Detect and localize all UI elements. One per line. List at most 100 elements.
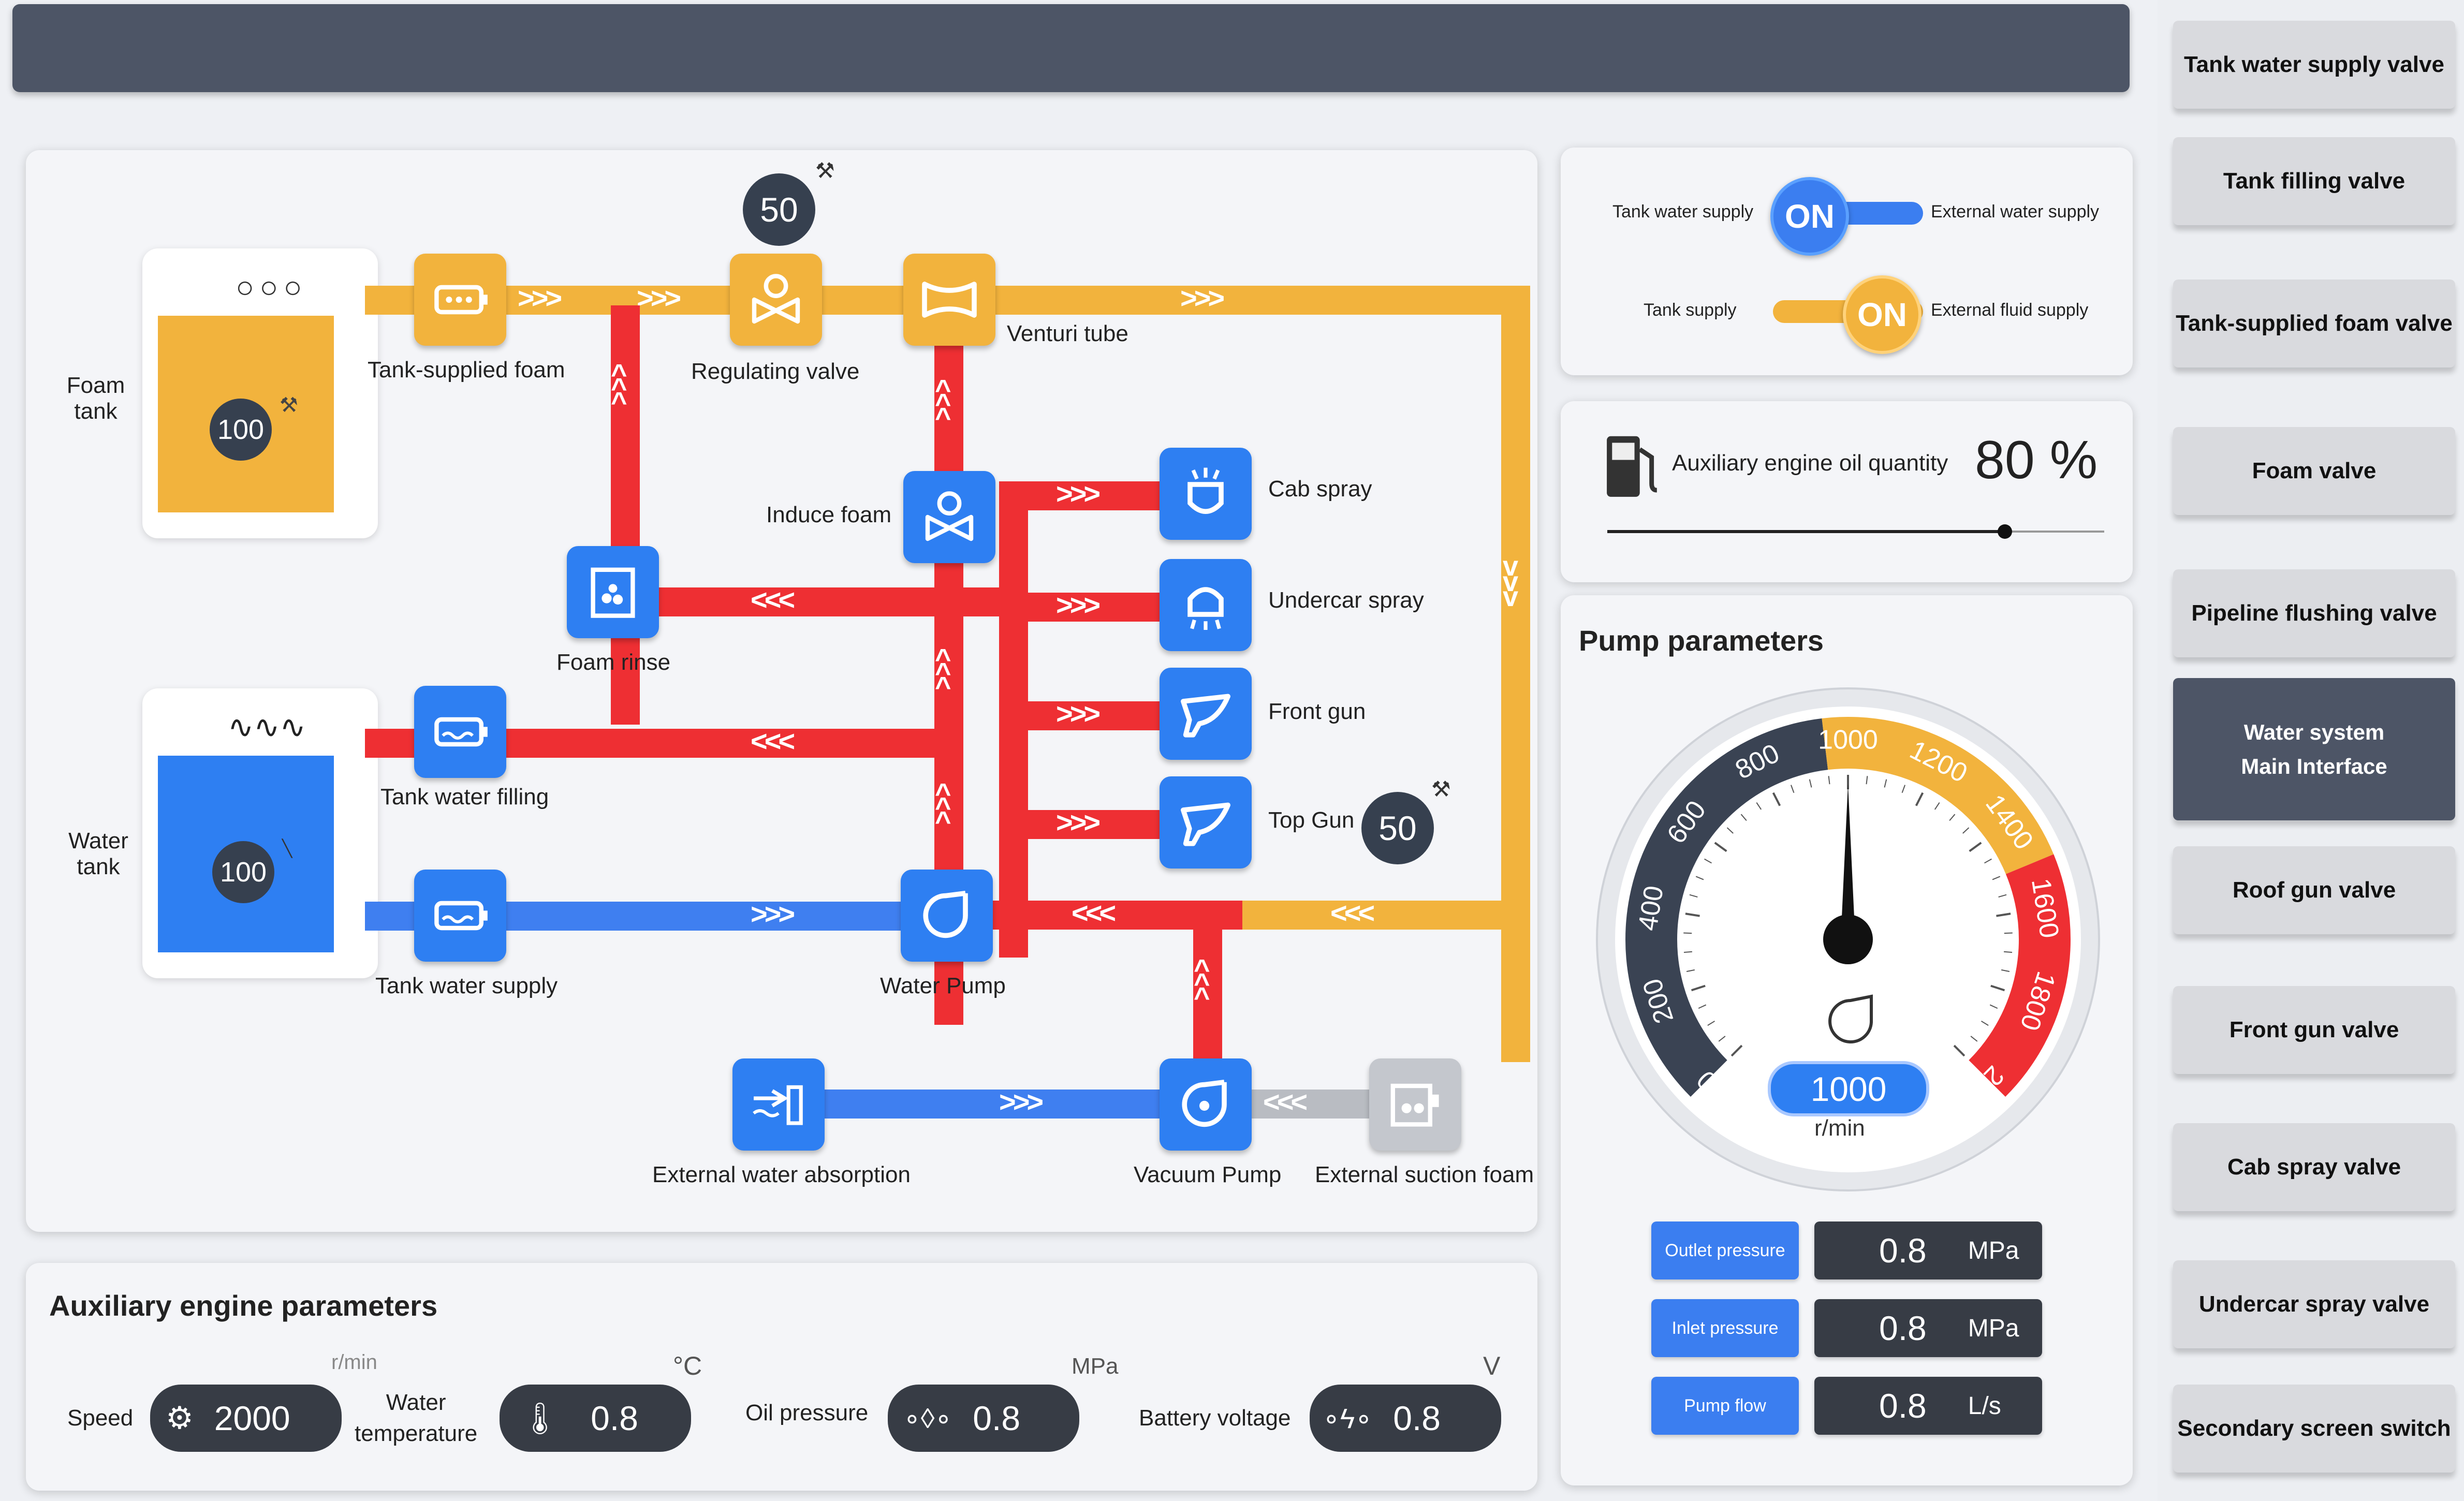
engine-icon: ⚙ — [166, 1401, 194, 1435]
cab-spray-node[interactable] — [1160, 448, 1252, 540]
flow-arrow: >>> — [1180, 282, 1225, 314]
top-gun-node[interactable] — [1160, 776, 1252, 869]
gauge-tick-mark — [1685, 913, 1700, 917]
foam-rinse-node[interactable] — [567, 546, 659, 638]
gauge-tick-mark — [1790, 785, 1795, 793]
gauge-zone-0 — [1625, 718, 1828, 1097]
gauge-tick-mark — [1704, 858, 1712, 864]
sidebar-item-cab-spray-valve[interactable]: Cab spray valve — [2173, 1123, 2455, 1211]
foam-rinse-label: Foam rinse — [556, 650, 671, 675]
sidebar-item-undercar-spray-valve[interactable]: Undercar spray valve — [2173, 1260, 2455, 1348]
fluid-supply-left-label: Tank supply — [1644, 300, 1737, 320]
flow-arrow: <<< — [751, 725, 795, 757]
gauge-tick-mark — [1989, 1004, 1998, 1009]
gauge-tick-mark — [1915, 792, 1924, 806]
sidebar-item-tank-filling-valve[interactable]: Tank filling valve — [2173, 137, 2455, 225]
oil-quantity-slider-thumb[interactable] — [1998, 524, 2012, 539]
tank-water-filling-label: Tank water filling — [380, 784, 549, 810]
sidebar-item-roof-gun-valve[interactable]: Roof gun valve — [2173, 846, 2455, 934]
top-gun-value: 50 — [1361, 792, 1434, 864]
flow-arrow: ^^^ — [935, 374, 951, 433]
top-gun-pipe — [999, 810, 1175, 839]
undercar-spray-pipe — [999, 593, 1175, 622]
valve-sidebar: Tank water supply valve Tank filling val… — [2158, 0, 2464, 1501]
speed-readout: ⚙ 2000 — [150, 1385, 342, 1452]
gauge-tick-mark — [1981, 1020, 1989, 1026]
sidebar-item-pipeline-flushing-valve[interactable]: Pipeline flushing valve — [2173, 569, 2455, 657]
induce-foam-node[interactable] — [903, 471, 995, 563]
sidebar-item-tank-supplied-foam-valve[interactable]: Tank-supplied foam valve — [2173, 279, 2455, 367]
flow-arrow: ^^^ — [935, 778, 951, 837]
fuel-pump-icon — [1607, 436, 1658, 497]
fluid-supply-toggle-knob[interactable]: ON — [1843, 275, 1922, 354]
tank-supplied-foam-node[interactable] — [414, 254, 506, 346]
gauge-tick-mark — [1683, 932, 1692, 934]
gauge-tick-mark — [1934, 802, 1940, 810]
gauge-tick-mark — [1990, 984, 2005, 992]
battery-voltage-label: Battery voltage — [1139, 1405, 1291, 1431]
foam-valve-icon — [434, 285, 488, 315]
gauge-tick-label: 1000 — [1818, 725, 1878, 755]
gauge-tick-mark — [1901, 785, 1906, 793]
pump-speed-value: 1000 — [1768, 1061, 1929, 1116]
water-tank[interactable]: ∿∿∿ 100 ╲ — [142, 688, 378, 978]
water-pump-node[interactable] — [901, 870, 993, 962]
flow-arrow: ^^^ — [935, 643, 951, 702]
gauge-tick-mark — [1866, 776, 1868, 785]
sidebar-item-foam-valve[interactable]: Foam valve — [2173, 427, 2455, 515]
battery-voltage-readout: ∘ϟ∘ 0.8 — [1310, 1385, 1501, 1452]
pump-icon — [1828, 994, 1873, 1043]
tool-icon: ⚒ — [280, 394, 298, 417]
water-temp-readout: 🌡 0.8 — [500, 1385, 691, 1452]
tank-cap-dots-icon: ○○○ — [236, 270, 307, 304]
foam-pipe-right — [1501, 286, 1530, 1062]
venturi-tube-node[interactable] — [903, 254, 995, 346]
foam-rinse-icon — [591, 567, 635, 618]
external-suction-foam-node[interactable] — [1369, 1058, 1461, 1151]
gauge-tick-mark — [1996, 913, 2011, 917]
flow-arrow: >>> — [518, 282, 562, 314]
external-water-icon — [753, 1085, 803, 1125]
sidebar-item-secondary-screen-switch[interactable]: Secondary screen switch — [2173, 1385, 2455, 1473]
thermometer-icon: 🌡 — [520, 1401, 560, 1436]
undercar-spray-node[interactable] — [1160, 559, 1252, 651]
oil-quantity-label: Auxiliary engine oil quantity — [1672, 450, 1948, 476]
regulating-valve-node[interactable] — [730, 254, 822, 346]
sidebar-item-tank-water-supply-valve[interactable]: Tank water supply valve — [2173, 21, 2455, 109]
water-pump-icon — [923, 891, 968, 938]
venturi-tube-label: Venturi tube — [1007, 321, 1128, 346]
gauge-zone-1 — [1822, 717, 2054, 874]
gauge-tick-mark — [1962, 827, 1970, 834]
front-gun-label: Front gun — [1268, 699, 1366, 724]
gauge-tick-mark — [1695, 876, 1704, 880]
water-supply-toggle-knob[interactable]: ON — [1770, 177, 1849, 256]
sidebar-item-front-gun-valve[interactable]: Front gun valve — [2173, 986, 2455, 1074]
external-water-pipe — [818, 1090, 1191, 1119]
tank-water-supply-node[interactable] — [414, 870, 506, 962]
flush-pipe-vertical — [611, 305, 640, 725]
gauge-tick-mark — [1718, 1036, 1726, 1042]
front-gun-node[interactable] — [1160, 668, 1252, 760]
gauge-tick-mark — [1740, 814, 1747, 821]
foam-pipe-return — [1222, 901, 1530, 930]
tank-water-filling-node[interactable] — [414, 686, 506, 778]
flow-arrow: >>> — [1056, 588, 1101, 621]
external-water-absorption-node[interactable] — [732, 1058, 825, 1151]
flow-arrow: ^^^ — [611, 359, 627, 418]
tool-icon: ⚒ — [815, 158, 835, 183]
top-gun-label: Top Gun — [1268, 807, 1355, 833]
flow-arrow: <<< — [1072, 896, 1116, 929]
top-title-bar — [12, 4, 2130, 92]
vacuum-pump-label: Vacuum Pump — [1134, 1162, 1282, 1187]
foam-tank[interactable]: ○○○ 100 ⚒ — [142, 248, 378, 538]
oil-quantity-fill — [1607, 530, 2005, 533]
outlet-pressure-label: Outlet pressure — [1651, 1222, 1799, 1279]
vacuum-pump-node[interactable] — [1160, 1058, 1252, 1151]
